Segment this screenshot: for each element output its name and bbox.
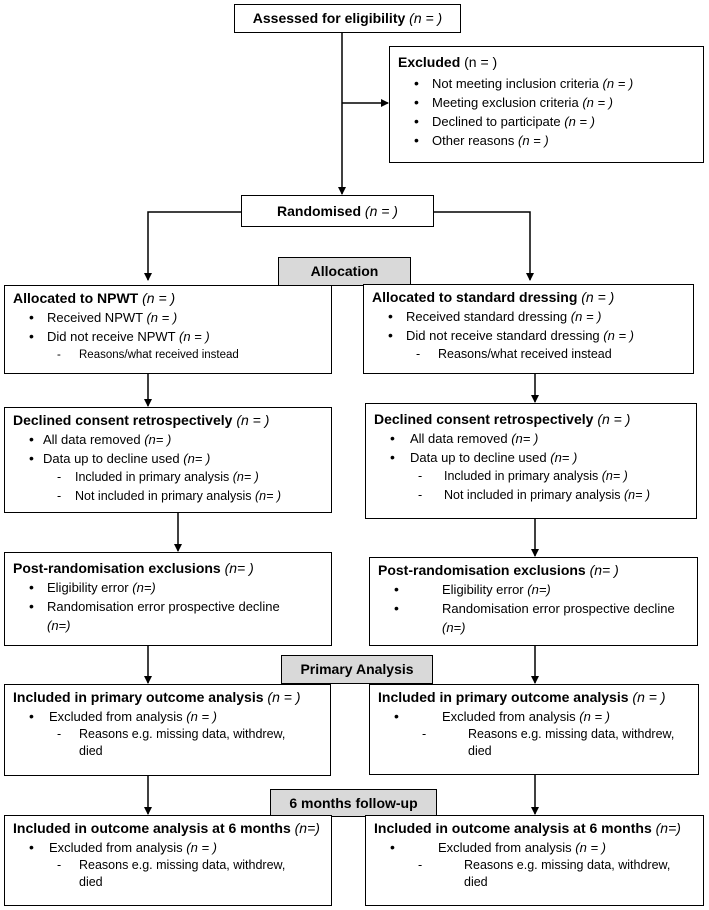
arrow-randomised-to-left — [144, 211, 241, 281]
list-item: Eligibility error (n=) — [378, 580, 689, 599]
list-item: Data up to decline used (n= ) — [374, 448, 688, 467]
assessed-box: Assessed for eligibility (n = ) — [234, 4, 461, 33]
list-subitem: Not included in primary analysis (n= ) — [374, 486, 688, 505]
list-item: Eligibility error (n=) — [13, 578, 323, 597]
right-declined-box: Declined consent retrospectively (n = ) … — [365, 403, 697, 519]
excluded-n: (n = ) — [464, 54, 498, 70]
left-allocated-box: Allocated to NPWT (n = ) Received NPWT (… — [4, 285, 332, 374]
left-followup-box: Included in outcome analysis at 6 months… — [4, 815, 332, 906]
list-item: Excluded from analysis (n = ) — [13, 707, 322, 726]
list-item: All data removed (n= ) — [13, 430, 323, 449]
list-subitem: Reasons e.g. missing data, withdrew, die… — [13, 726, 322, 760]
left-post-randomisation-box: Post-randomisation exclusions (n= ) Elig… — [4, 552, 332, 646]
excluded-item: Meeting exclusion criteria (n = ) — [398, 93, 695, 112]
list-subitem: Reasons/what received instead — [13, 346, 323, 365]
list-subitem: Reasons e.g. missing data, withdrew, die… — [374, 857, 695, 891]
excluded-item: Not meeting inclusion criteria (n = ) — [398, 74, 695, 93]
list-subitem: Reasons e.g. missing data, withdrew, die… — [13, 857, 323, 891]
list-item: Did not receive standard dressing (n = ) — [372, 326, 685, 345]
list-item: Did not receive NPWT (n = ) — [13, 327, 323, 346]
stage-header-6-months-follow-up: 6 months follow-up — [270, 789, 437, 817]
arrow-randomised-to-right — [434, 211, 534, 281]
excluded-item: Declined to participate (n = ) — [398, 112, 695, 131]
list-item: Excluded from analysis (n = ) — [374, 838, 695, 857]
list-subitem: Not included in primary analysis (n= ) — [13, 487, 323, 506]
excluded-box: Excluded (n = ) Not meeting inclusion cr… — [389, 46, 704, 163]
list-subitem: Reasons/what received instead — [372, 345, 685, 364]
list-item: Data up to decline used (n= ) — [13, 449, 323, 468]
excluded-title: Excluded — [398, 54, 461, 70]
excluded-item: Other reasons (n = ) — [398, 131, 695, 150]
list-item: Received NPWT (n = ) — [13, 308, 323, 327]
list-subitem: Included in primary analysis (n= ) — [13, 468, 323, 487]
list-item: Randomisation error prospective decline(… — [13, 597, 323, 635]
right-followup-box: Included in outcome analysis at 6 months… — [365, 815, 704, 906]
assessed-label: Assessed for eligibility — [252, 10, 406, 26]
list-item: Excluded from analysis (n = ) — [13, 838, 323, 857]
list-subitem: Reasons e.g. missing data, withdrew, die… — [378, 726, 690, 760]
list-item: Received standard dressing (n = ) — [372, 307, 685, 326]
assessed-n: (n = ) — [409, 10, 443, 26]
right-primary-outcome-box: Included in primary outcome analysis (n … — [369, 684, 699, 775]
left-primary-outcome-box: Included in primary outcome analysis (n … — [4, 684, 331, 776]
list-item: Randomisation error prospective decline(… — [378, 599, 689, 637]
left-declined-box: Declined consent retrospectively (n = ) … — [4, 407, 332, 513]
list-item: Excluded from analysis (n = ) — [378, 707, 690, 726]
stage-header-primary-analysis: Primary Analysis — [281, 655, 433, 684]
randomised-box: Randomised (n = ) — [241, 195, 434, 227]
right-allocated-box: Allocated to standard dressing (n = ) Re… — [363, 284, 694, 374]
randomised-label: Randomised — [277, 203, 362, 219]
stage-header-allocation: Allocation — [278, 257, 411, 286]
list-subitem: Included in primary analysis (n= ) — [374, 467, 688, 486]
list-item: All data removed (n= ) — [374, 429, 688, 448]
right-post-randomisation-box: Post-randomisation exclusions (n= ) Elig… — [369, 557, 698, 646]
